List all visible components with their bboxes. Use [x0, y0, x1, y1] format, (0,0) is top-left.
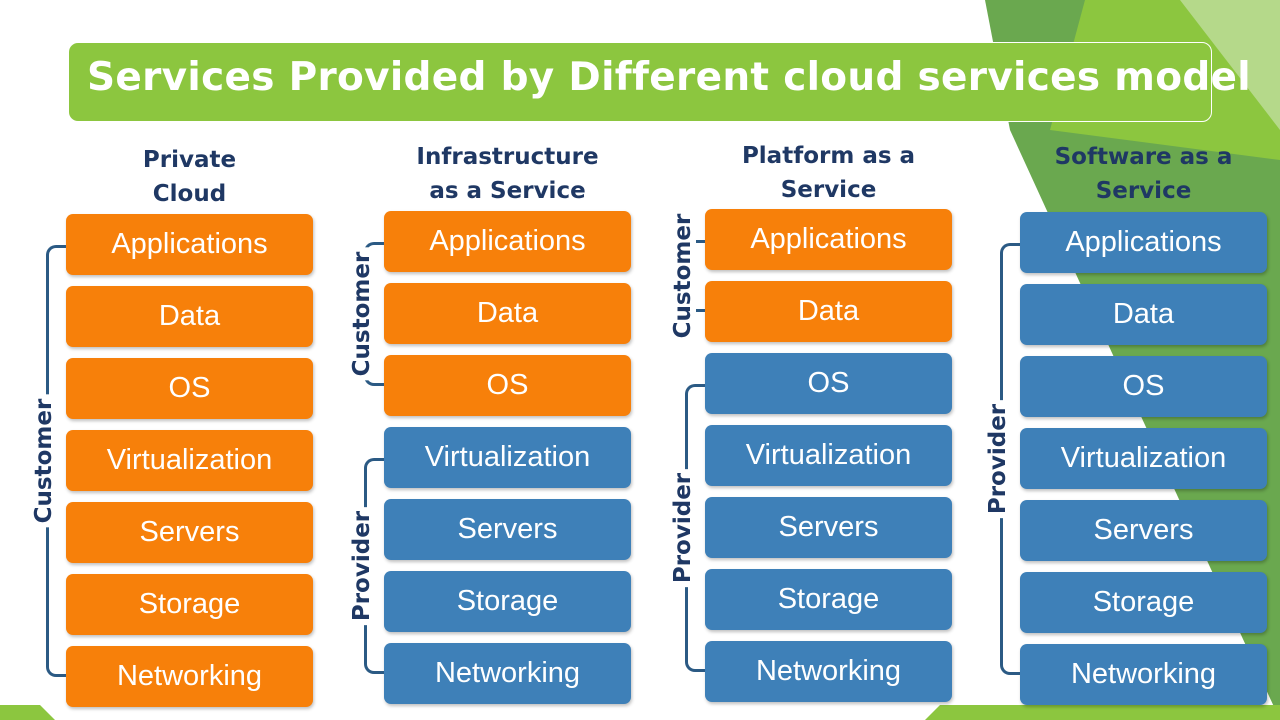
- layer-box-servers: Servers: [384, 499, 631, 560]
- customer-label-text: Customer: [31, 394, 57, 527]
- layer-box-data: Data: [66, 286, 313, 347]
- layer-box-storage: Storage: [66, 574, 313, 635]
- provider-label-text: Provider: [349, 506, 375, 625]
- layer-box-applications: Applications: [705, 209, 952, 270]
- layer-box-os: OS: [384, 355, 631, 416]
- customer-label-text: Customer: [670, 209, 696, 342]
- customer-label-text: Customer: [349, 247, 375, 380]
- layer-box-applications: Applications: [1020, 212, 1267, 273]
- layer-box-os: OS: [1020, 356, 1267, 417]
- column-title: Platform as a Service: [705, 139, 952, 207]
- column-title-line: Platform as a: [741, 143, 916, 169]
- column-title-line: Software as a: [1054, 144, 1233, 170]
- column-title-line: as a Service: [429, 178, 586, 204]
- provider-label-text: Provider: [985, 399, 1011, 518]
- layer-box-virtualization: Virtualization: [1020, 428, 1267, 489]
- provider-label-text: Provider: [670, 468, 696, 587]
- column-title-line: Service: [1095, 178, 1192, 204]
- layer-box-os: OS: [705, 353, 952, 414]
- layer-box-data: Data: [384, 283, 631, 344]
- column-title-line: Cloud: [152, 181, 227, 207]
- layer-box-data: Data: [1020, 284, 1267, 345]
- layer-box-servers: Servers: [1020, 500, 1267, 561]
- layer-box-virtualization: Virtualization: [705, 425, 952, 486]
- layer-box-storage: Storage: [705, 569, 952, 630]
- page-title: Services Provided by Different cloud ser…: [87, 55, 1251, 100]
- column-title-line: Service: [780, 177, 877, 203]
- layer-box-virtualization: Virtualization: [66, 430, 313, 491]
- title-banner: Services Provided by Different cloud ser…: [68, 42, 1251, 122]
- layer-box-data: Data: [705, 281, 952, 342]
- column-title: Software as a Service: [1020, 140, 1267, 208]
- column-title: Infrastructure as a Service: [384, 140, 631, 208]
- layer-box-networking: Networking: [66, 646, 313, 707]
- column-title-line: Infrastructure: [416, 144, 599, 170]
- layer-box-applications: Applications: [66, 214, 313, 275]
- layer-box-os: OS: [66, 358, 313, 419]
- layer-box-networking: Networking: [705, 641, 952, 702]
- layer-box-applications: Applications: [384, 211, 631, 272]
- layer-box-servers: Servers: [66, 502, 313, 563]
- layer-box-networking: Networking: [384, 643, 631, 704]
- layer-box-storage: Storage: [384, 571, 631, 632]
- column-title-line: Private: [142, 147, 237, 173]
- layer-box-virtualization: Virtualization: [384, 427, 631, 488]
- layer-box-storage: Storage: [1020, 572, 1267, 633]
- layer-box-servers: Servers: [705, 497, 952, 558]
- layer-box-networking: Networking: [1020, 644, 1267, 705]
